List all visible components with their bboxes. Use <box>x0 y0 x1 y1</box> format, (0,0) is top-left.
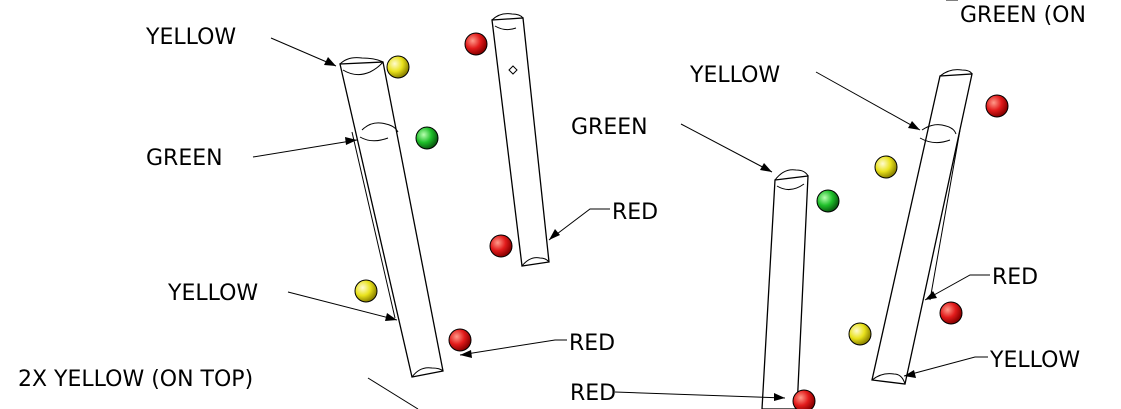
yellow-ball <box>848 322 872 346</box>
label-yellow-right-top: YELLOW <box>689 63 780 88</box>
callout-labels: YELLOW GREEN YELLOW 2X YELLOW (ON TOP) R… <box>18 3 1086 406</box>
label-red-bottom-mid: RED <box>570 381 616 406</box>
label-green-on-top: GREEN (ON <box>960 3 1086 28</box>
tube-b <box>491 13 550 267</box>
label-green-center: GREEN <box>571 115 648 140</box>
red-ball <box>792 389 816 409</box>
label-yellow-bottom-left: YELLOW <box>167 281 258 306</box>
yellow-ball <box>874 155 898 179</box>
balls-group <box>354 32 1009 409</box>
label-red-right: RED <box>992 265 1038 290</box>
yellow-ball <box>386 55 410 79</box>
tube-c <box>761 169 809 409</box>
red-ball <box>464 32 488 56</box>
label-green-left: GREEN <box>146 146 223 171</box>
label-red-mid-left: RED <box>569 331 615 356</box>
red-ball <box>985 94 1009 118</box>
label-yellow-top-left: YELLOW <box>145 25 236 50</box>
red-ball <box>489 234 513 258</box>
red-ball <box>939 301 963 325</box>
yellow-ball <box>354 279 378 303</box>
green-ball <box>816 189 840 213</box>
label-yellow-right-bottom: YELLOW <box>989 348 1080 373</box>
red-ball <box>448 328 472 352</box>
tube-a <box>339 57 444 378</box>
label-two-x-yellow: 2X YELLOW (ON TOP) <box>18 367 253 392</box>
green-ball <box>415 126 439 150</box>
label-red-tube-b: RED <box>612 200 658 225</box>
tube-d <box>871 69 973 385</box>
leaders <box>252 0 990 409</box>
